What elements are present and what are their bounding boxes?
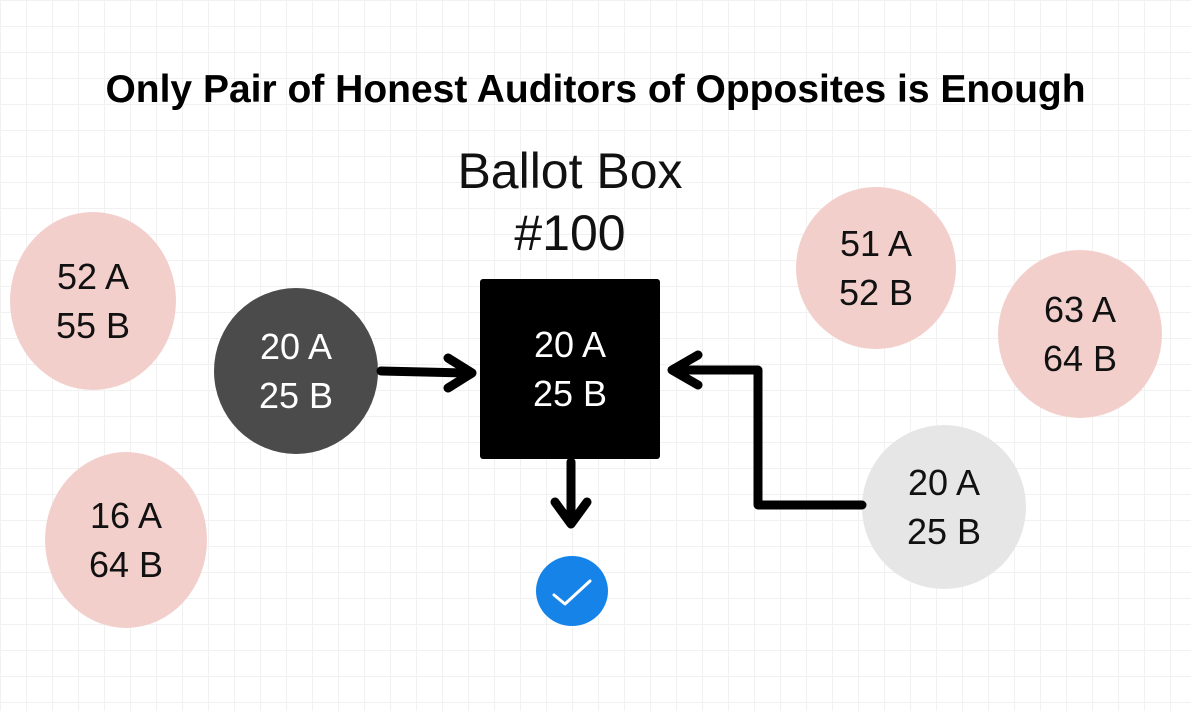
right-arrow-path bbox=[675, 365, 867, 510]
count-a: 20 A bbox=[907, 462, 981, 503]
count-a: 16 A bbox=[89, 495, 163, 536]
ballot-box: 20 A 25 B bbox=[480, 279, 660, 459]
diagram-title: Only Pair of Honest Auditors of Opposite… bbox=[105, 68, 1086, 111]
count-b: 25 B bbox=[906, 511, 982, 552]
count-blob-2: 16 A 64 B bbox=[45, 452, 207, 628]
count-b: 64 B bbox=[1042, 338, 1118, 379]
count-a: 20 A bbox=[259, 326, 333, 367]
ballot-box-title: Ballot Box bbox=[457, 143, 683, 199]
down-arrowhead bbox=[550, 497, 592, 529]
count-b: 55 B bbox=[55, 305, 131, 346]
ballot-count-b: 25 B bbox=[532, 373, 608, 414]
count-a: 51 A bbox=[839, 223, 913, 264]
left-arrowhead bbox=[443, 353, 477, 393]
ballot-box-number: #100 bbox=[514, 205, 626, 261]
count-b: 64 B bbox=[88, 544, 164, 585]
ballot-box-heading: Ballot Box #100 bbox=[420, 140, 720, 264]
count-blob-4: 63 A 64 B bbox=[998, 250, 1162, 418]
ballot-count-a: 20 A bbox=[533, 324, 607, 365]
count-b: 25 B bbox=[258, 375, 334, 416]
checkmark-icon bbox=[552, 579, 592, 606]
count-a: 63 A bbox=[1043, 289, 1117, 330]
verified-check bbox=[536, 556, 608, 626]
count-blob-3: 51 A 52 B bbox=[796, 187, 956, 349]
count-blob-1: 52 A 55 B bbox=[10, 212, 176, 390]
left-arrow-shaft bbox=[376, 366, 471, 378]
right-arrowhead bbox=[667, 350, 703, 390]
auditor-left-count: 20 A 25 B bbox=[214, 288, 378, 454]
count-a: 52 A bbox=[56, 256, 130, 297]
count-b: 52 B bbox=[838, 272, 914, 313]
auditor-right-count: 20 A 25 B bbox=[862, 425, 1026, 589]
